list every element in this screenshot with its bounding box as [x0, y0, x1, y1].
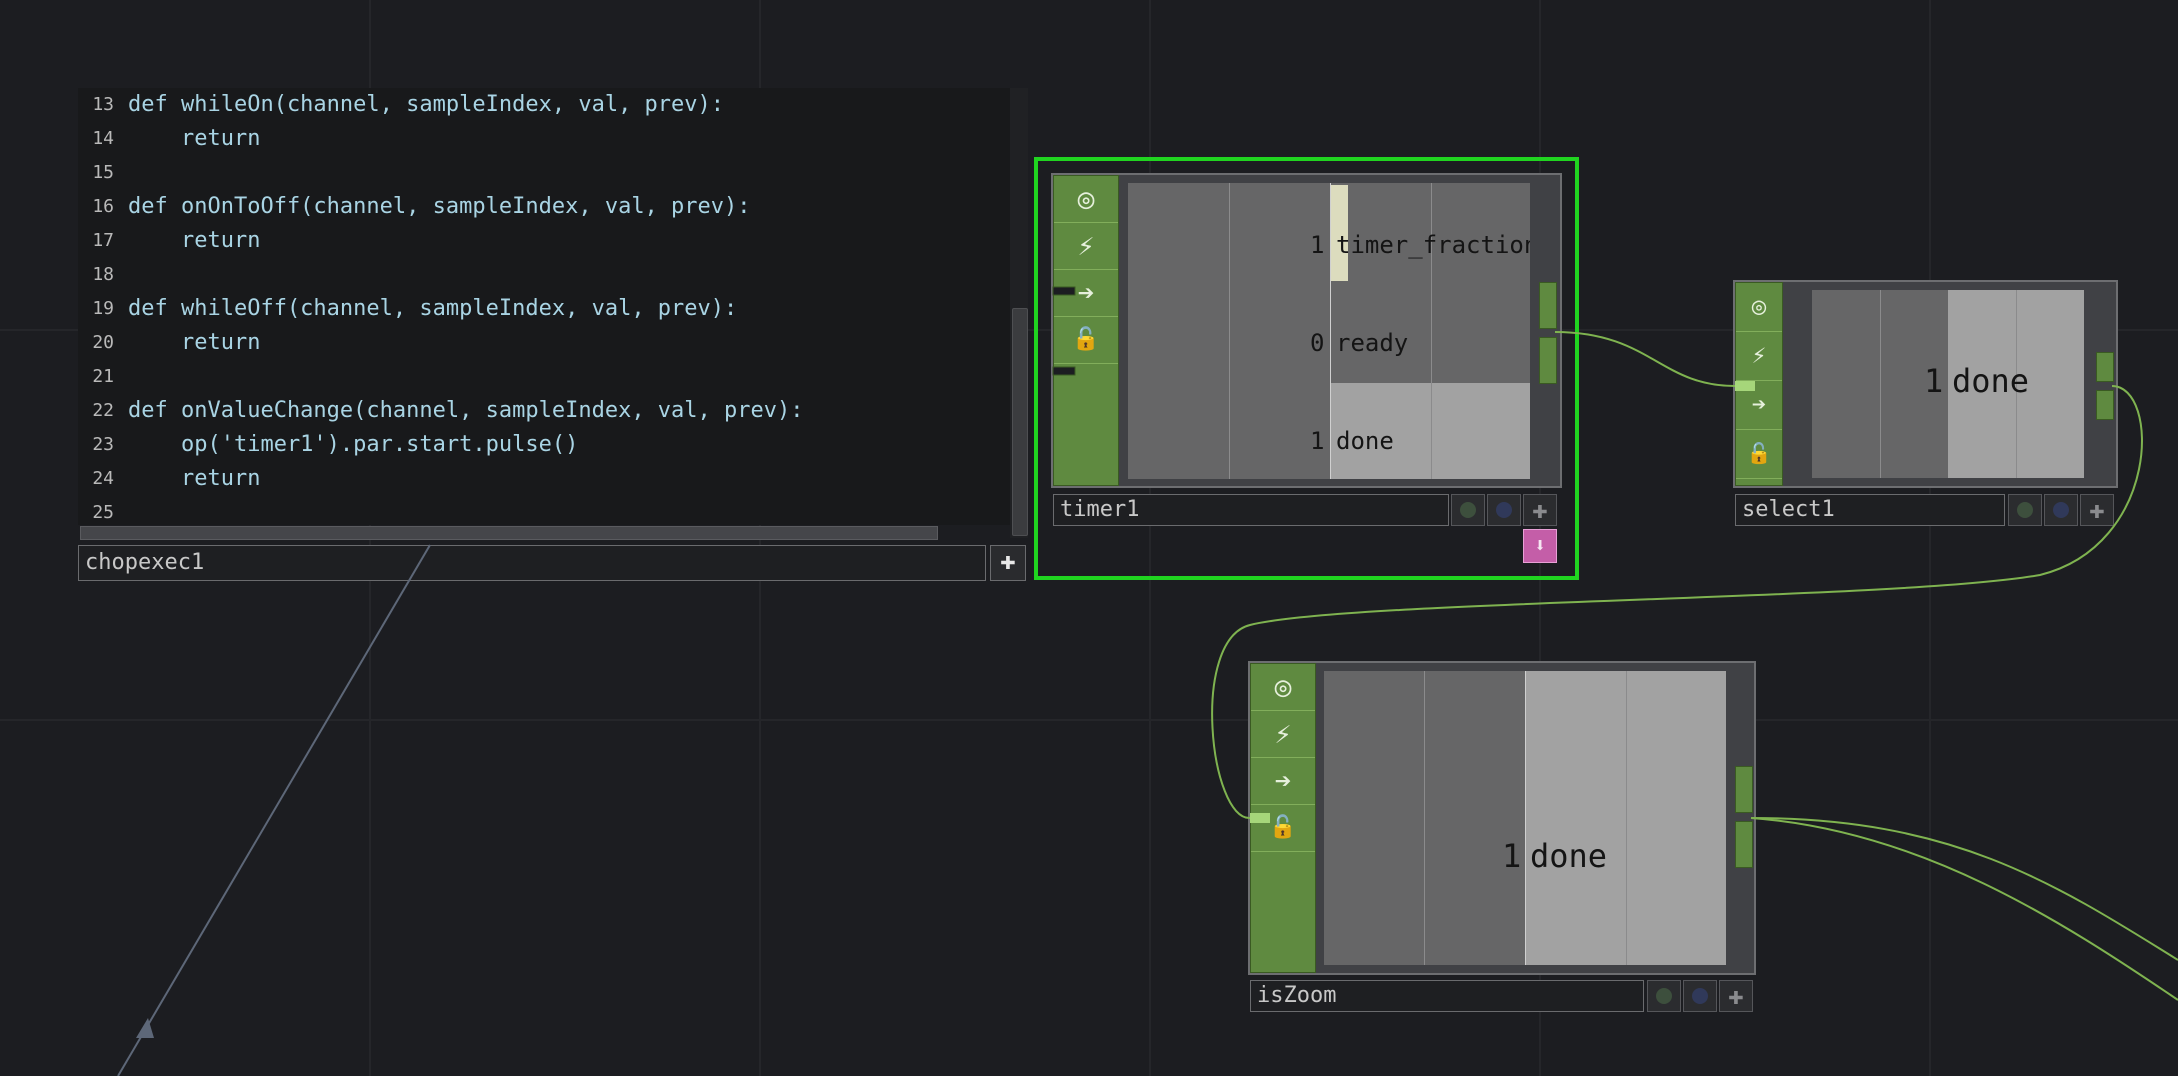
- export-icon[interactable]: ➔: [1251, 758, 1315, 805]
- code-vertical-scroll-thumb[interactable]: [1012, 308, 1028, 536]
- code-line: 17 return: [92, 228, 261, 253]
- bypass-icon[interactable]: ⚡: [1736, 332, 1782, 381]
- plus-icon[interactable]: ✚: [1719, 980, 1753, 1012]
- chopexec1-name-field[interactable]: chopexec1: [78, 545, 986, 581]
- code-line: 18: [92, 264, 114, 285]
- select1-sidebar: ◎ ⚡ ➔ 🔓: [1735, 282, 1783, 486]
- output-connector[interactable]: [2096, 352, 2114, 382]
- viewer-icon[interactable]: ◎: [1251, 664, 1315, 711]
- output-connector[interactable]: [1735, 821, 1753, 868]
- fraction-indicator: [1330, 185, 1348, 281]
- download-icon[interactable]: ⬇: [1523, 529, 1557, 563]
- code-line: 21: [92, 366, 114, 387]
- output-connector[interactable]: [2096, 390, 2114, 420]
- channel-name: done: [1336, 427, 1394, 455]
- timer1-name-field[interactable]: timer1: [1053, 494, 1449, 526]
- bypass-icon[interactable]: ⚡: [1054, 223, 1118, 270]
- display-flag[interactable]: [2008, 494, 2042, 526]
- plus-icon[interactable]: ✚: [1523, 494, 1557, 526]
- channel-value: 1: [1502, 837, 1522, 875]
- channel-name: done: [1530, 837, 1608, 875]
- lock-icon[interactable]: 🔓: [1736, 430, 1782, 479]
- code-line: 20 return: [92, 330, 261, 355]
- viewer-icon[interactable]: ◎: [1736, 283, 1782, 332]
- code-line: 24 return: [92, 466, 261, 491]
- bypass-icon[interactable]: ⚡: [1251, 711, 1315, 758]
- export-icon[interactable]: ➔: [1054, 270, 1118, 317]
- code-line: 25: [92, 502, 114, 523]
- channel-name: done: [1952, 362, 2030, 400]
- viewer-icon[interactable]: ◎: [1054, 176, 1118, 223]
- channel-value: 1: [1310, 231, 1325, 259]
- isZoom-sidebar: ◎ ⚡ ➔ 🔓: [1250, 663, 1316, 973]
- lock-icon[interactable]: 🔓: [1054, 317, 1118, 364]
- code-line: 14 return: [92, 126, 261, 151]
- output-connector[interactable]: [1539, 282, 1557, 329]
- render-flag[interactable]: [1487, 494, 1521, 526]
- display-flag[interactable]: [1647, 980, 1681, 1012]
- timer1-sidebar: ◎ ⚡ ➔ 🔓: [1053, 175, 1119, 486]
- plus-icon[interactable]: ✚: [2080, 494, 2114, 526]
- render-flag[interactable]: [2044, 494, 2078, 526]
- channel-name: timer_fraction: [1336, 231, 1530, 259]
- output-connector[interactable]: [1735, 766, 1753, 813]
- code-line: 15: [92, 162, 114, 183]
- isZoom-viewer: 1 done: [1324, 671, 1726, 965]
- lock-icon[interactable]: 🔓: [1251, 805, 1315, 852]
- channel-value: 1: [1924, 362, 1944, 400]
- display-flag[interactable]: [1451, 494, 1485, 526]
- plus-icon[interactable]: ✚: [990, 545, 1026, 581]
- code-horizontal-scrollbar[interactable]: [80, 526, 938, 540]
- select1-viewer: 1 done: [1812, 290, 2084, 478]
- isZoom-name-field[interactable]: isZoom: [1250, 980, 1644, 1012]
- select1-name-field[interactable]: select1: [1735, 494, 2005, 526]
- export-icon[interactable]: ➔: [1736, 381, 1782, 430]
- render-flag[interactable]: [1683, 980, 1717, 1012]
- timer1-viewer: 1 timer_fraction 0 ready 1 done: [1128, 183, 1530, 479]
- channel-value: 1: [1310, 427, 1325, 455]
- channel-name: ready: [1336, 329, 1409, 357]
- channel-value: 0: [1310, 329, 1325, 357]
- output-connector[interactable]: [1539, 337, 1557, 384]
- code-line: 23 op('timer1').par.start.pulse(): [92, 432, 579, 457]
